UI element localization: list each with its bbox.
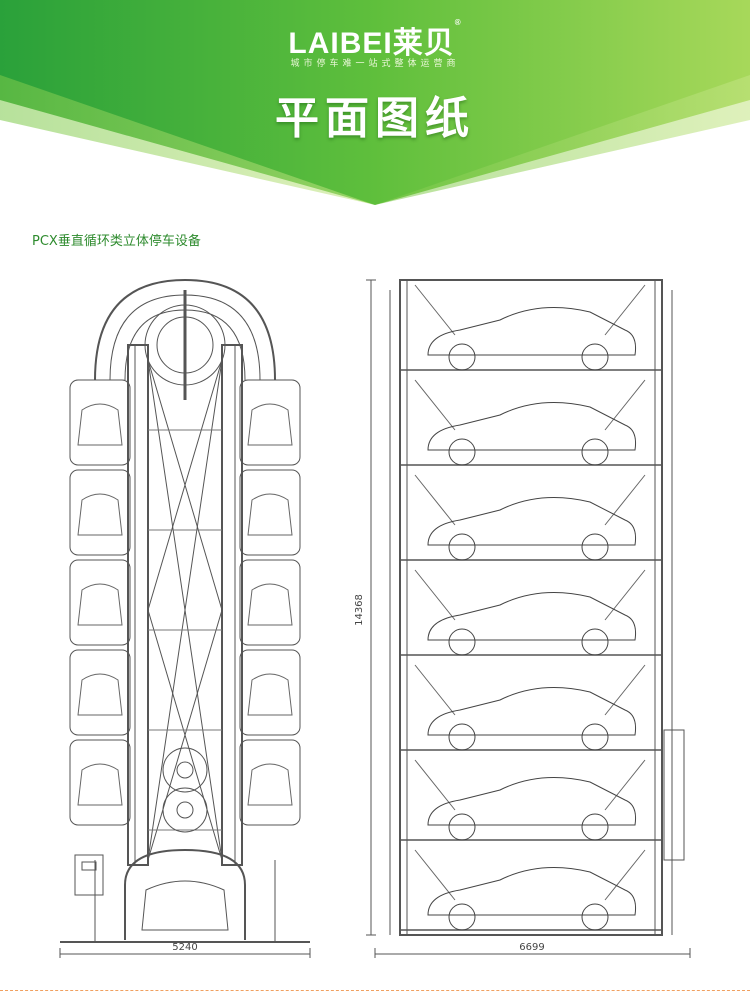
brand-name: LAIBEI	[288, 27, 393, 60]
page-title: 平面图纸	[275, 93, 475, 144]
header-banner: LAIBEI莱贝® 城市停车难一站式整体运营商 平面图纸	[0, 0, 750, 210]
registered-mark: ®	[454, 18, 462, 27]
brand-logo: LAIBEI莱贝®	[0, 18, 750, 62]
drawing-subtitle: PCX垂直循环类立体停车设备	[32, 234, 201, 249]
side-width-dimension: 6699	[519, 942, 544, 953]
brand-tagline: 城市停车难一站式整体运营商	[290, 59, 460, 69]
front-view-drawing	[59, 278, 311, 958]
footer-divider	[0, 990, 750, 991]
technical-drawing: 5240 6699 14368	[59, 278, 691, 958]
header-background	[0, 0, 750, 205]
side-view-drawing	[366, 279, 691, 958]
car-side-silhouettes	[427, 307, 636, 931]
front-width-dimension: 5240	[172, 942, 197, 953]
brand-cn-name: 莱贝	[392, 27, 455, 60]
height-dimension: 14368	[354, 594, 365, 626]
